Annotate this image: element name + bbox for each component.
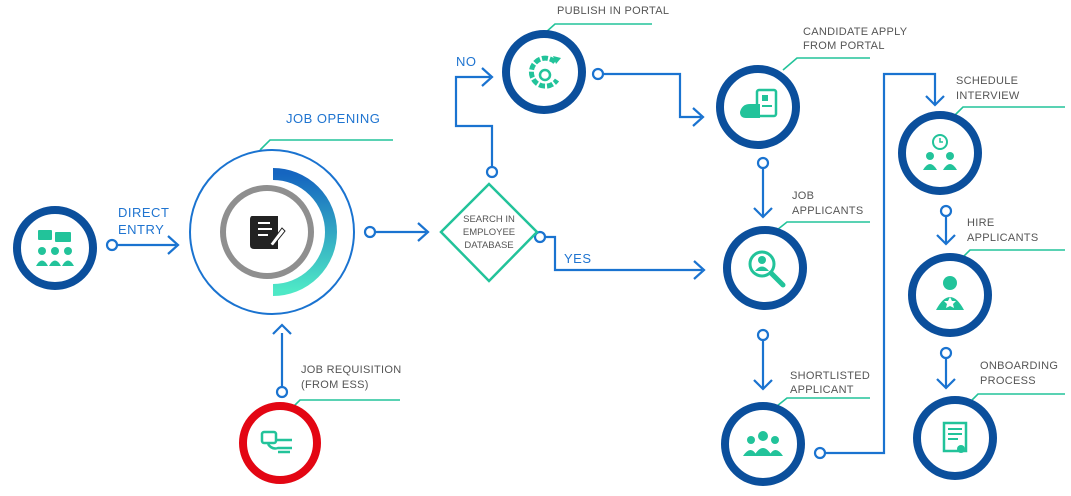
node-job-applicants[interactable] — [723, 226, 807, 310]
label-search-2: EMPLOYEE — [463, 227, 515, 238]
label-search-3: DATABASE — [464, 240, 513, 251]
label-hire-2: APPLICANTS — [967, 232, 1038, 244]
leader-schedule — [954, 106, 1065, 116]
label-no: NO — [456, 54, 477, 69]
handshake-icon — [260, 430, 292, 454]
label-hire-1: HIRE — [967, 217, 994, 229]
recruiters-icon — [36, 230, 74, 266]
publish-cycle-icon — [528, 55, 561, 89]
node-hire-applicants[interactable] — [908, 253, 992, 337]
label-direct-entry-1: DIRECT — [118, 205, 169, 220]
connector-publish-to-candidate — [591, 67, 705, 127]
connector-candidate-to-applicants — [753, 156, 773, 219]
connector-yes-branch — [533, 230, 706, 280]
label-search-1: SEARCH IN — [463, 214, 515, 225]
node-job-requisition[interactable] — [239, 402, 321, 484]
label-job-opening: JOB OPENING — [286, 111, 380, 126]
label-schedule-1: SCHEDULE — [956, 75, 1018, 87]
label-candidate-2: FROM PORTAL — [803, 40, 885, 52]
label-direct-entry-2: ENTRY — [118, 222, 164, 237]
leader-onboarding — [969, 393, 1065, 403]
leader-job-applicants — [776, 221, 870, 231]
progress-arc — [272, 168, 337, 296]
leader-publish — [544, 23, 652, 34]
node-publish-in-portal[interactable] — [502, 30, 586, 114]
connector-no-branch — [454, 67, 499, 179]
node-job-opening[interactable] — [189, 149, 355, 315]
candidate-apply-icon — [740, 88, 778, 118]
connector-shortlisted-to-schedule — [813, 72, 945, 460]
node-shortlisted-applicant[interactable] — [721, 402, 805, 486]
label-requisition-2: (FROM ESS) — [301, 379, 369, 391]
decision-search-employee-database[interactable]: SEARCH IN EMPLOYEE DATABASE — [439, 182, 539, 283]
label-job-applicants-2: APPLICANTS — [792, 205, 863, 217]
connector-applicants-to-shortlisted — [753, 328, 773, 391]
leader-shortlisted — [776, 397, 870, 407]
connector-direct-entry — [105, 235, 180, 255]
label-yes: YES — [564, 251, 592, 266]
label-candidate-1: CANDIDATE APPLY — [803, 26, 908, 38]
label-requisition-1: JOB REQUISITION — [301, 364, 401, 376]
job-document-icon — [250, 216, 286, 249]
label-publish: PUBLISH IN PORTAL — [557, 5, 669, 17]
interview-icon — [923, 134, 957, 170]
node-direct-entry[interactable] — [13, 206, 97, 290]
label-schedule-2: INTERVIEW — [956, 90, 1020, 102]
label-onboarding-2: PROCESS — [980, 375, 1036, 387]
connector-requisition — [272, 323, 292, 399]
connector-hire-to-onboarding — [936, 346, 956, 390]
label-onboarding-1: ONBOARDING — [980, 360, 1058, 372]
hire-icon — [936, 276, 964, 310]
node-onboarding-process[interactable] — [913, 396, 997, 480]
leader-job-opening — [259, 139, 393, 151]
label-job-applicants-1: JOB — [792, 190, 814, 202]
node-schedule-interview[interactable] — [898, 111, 982, 195]
label-shortlisted-1: SHORTLISTED — [790, 370, 870, 382]
leader-requisition — [291, 399, 400, 409]
certificate-icon — [942, 421, 968, 453]
label-shortlisted-2: APPLICANT — [790, 384, 854, 396]
connector-job-opening-to-search — [363, 222, 430, 242]
node-candidate-apply[interactable] — [716, 65, 800, 149]
connector-schedule-to-hire — [936, 204, 956, 246]
leader-hire — [961, 249, 1065, 259]
leader-candidate — [782, 57, 870, 71]
team-icon — [743, 431, 783, 456]
search-applicant-icon — [748, 250, 786, 288]
